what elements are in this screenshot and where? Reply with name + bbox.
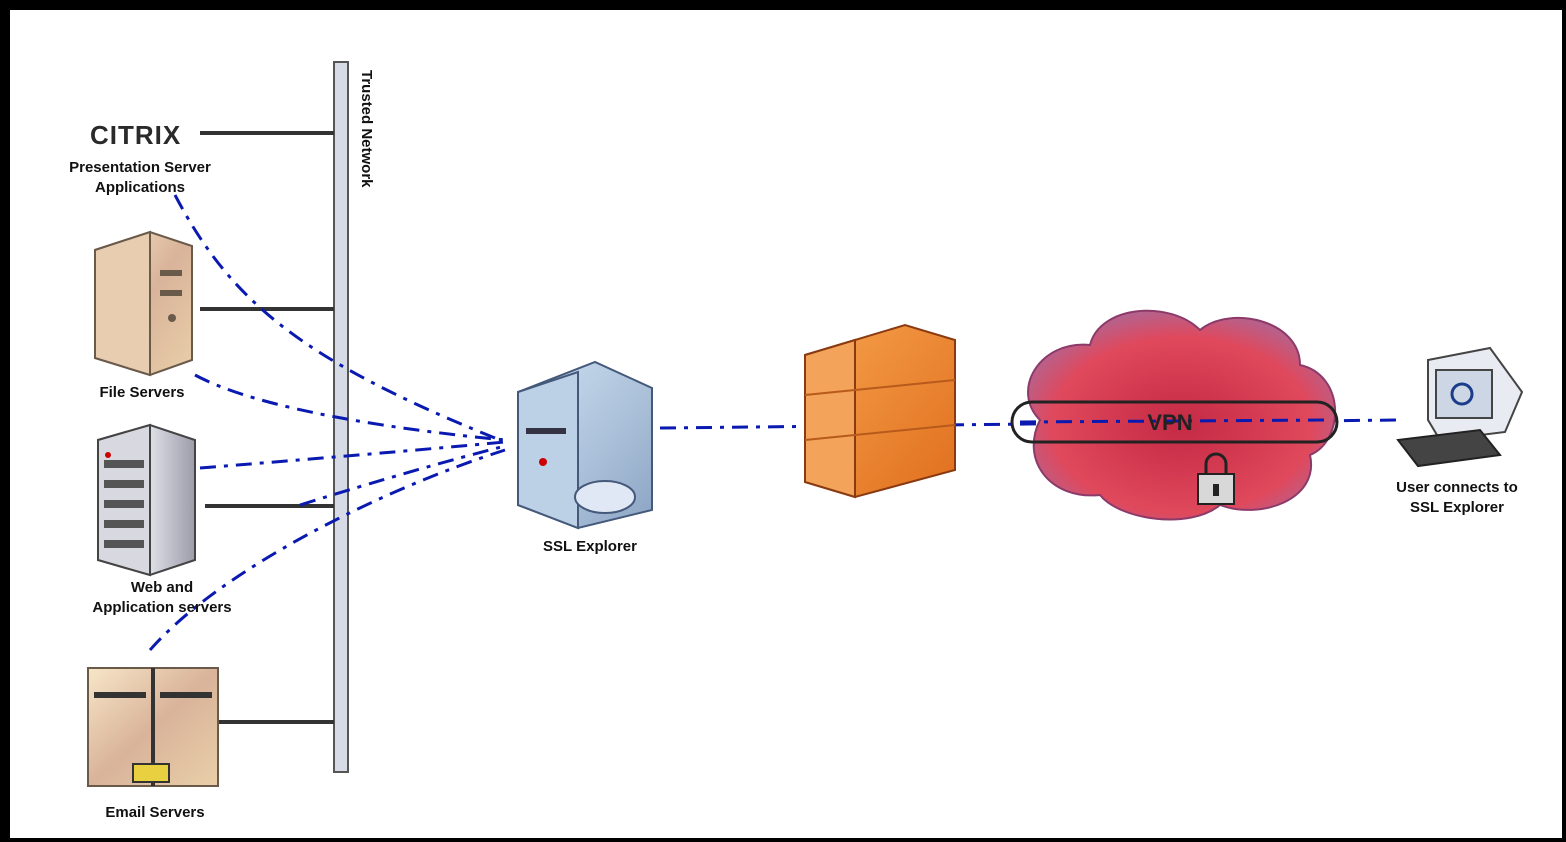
- client-sublabel: SSL Explorer: [1410, 499, 1504, 516]
- ssl-explorer-icon: [517, 360, 653, 530]
- presentation-server-sublabel: Applications: [95, 179, 185, 196]
- web-server-icon: [97, 423, 196, 577]
- file-server-label: File Servers: [99, 384, 184, 401]
- tunnel-links: [148, 194, 1401, 651]
- file-server-icon: [94, 230, 193, 377]
- presentation-server-label: Presentation Server: [69, 159, 211, 176]
- link-citrix: [173, 194, 501, 442]
- ssl-explorer-label: SSL Explorer: [543, 538, 637, 555]
- web-server-sublabel: Application servers: [92, 599, 231, 616]
- vpn-label: VPN: [1147, 410, 1192, 435]
- email-server-label: Email Servers: [105, 804, 204, 821]
- internet-cloud-icon: [1027, 309, 1337, 521]
- link-vpn: [1019, 418, 1331, 424]
- link-web-server: [199, 440, 506, 470]
- trusted-network-label: Trusted Network: [358, 70, 375, 188]
- link-web-server-2: [299, 444, 506, 507]
- firewall-icon: [804, 323, 956, 499]
- link-email-server: [148, 448, 506, 651]
- citrix-logo: CITRIX: [90, 120, 181, 150]
- lock-icon: [1197, 452, 1235, 505]
- client-label: User connects to: [1396, 479, 1518, 496]
- link-file-server: [194, 373, 506, 442]
- vpn-tunnel: [1010, 400, 1339, 444]
- user-computer-icon: [1396, 346, 1524, 468]
- web-server-label: Web and: [131, 579, 193, 596]
- email-server-icon: [87, 667, 219, 787]
